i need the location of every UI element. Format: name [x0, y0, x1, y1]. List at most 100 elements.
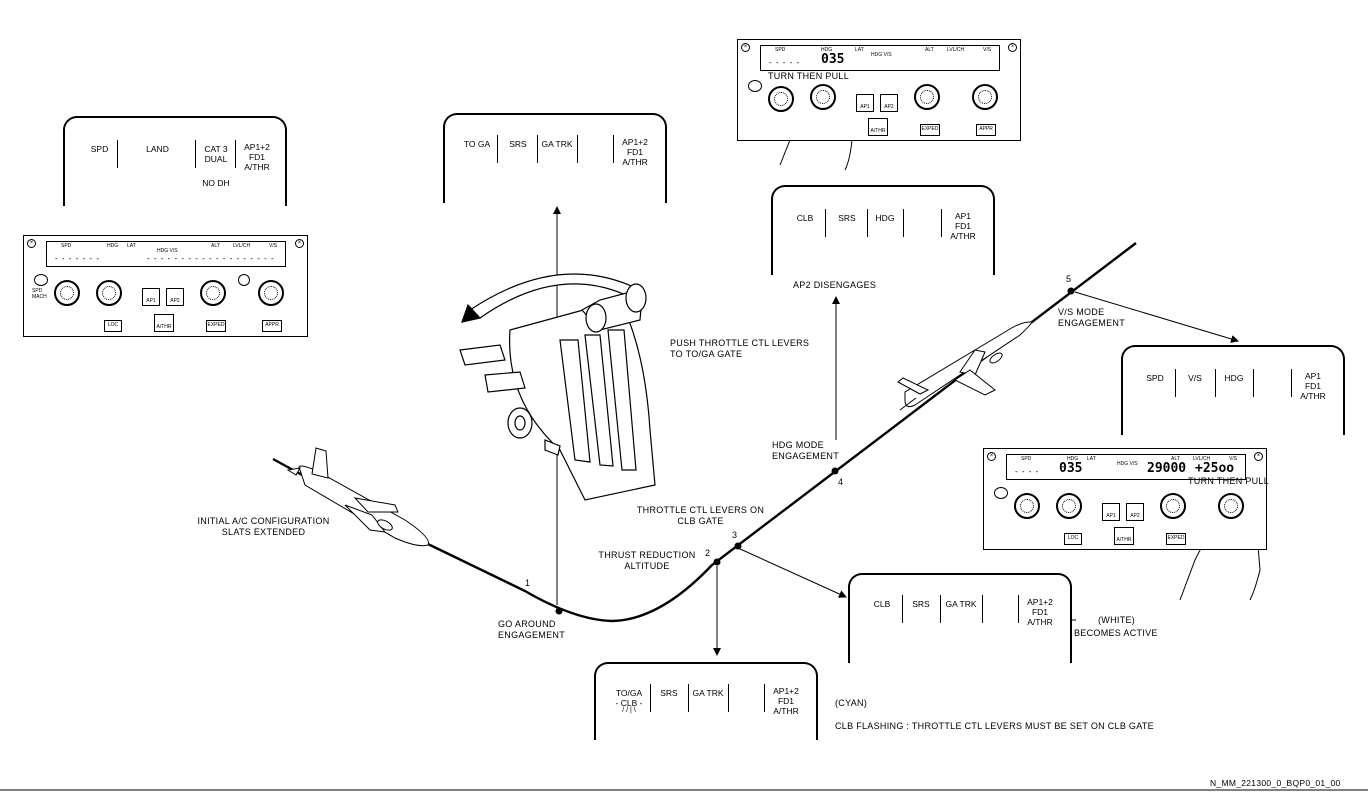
fcu-right-spd-mach-button[interactable]: [994, 487, 1008, 499]
fcu-left-lvlch-label: LVL/CH: [233, 243, 251, 249]
fcu-left-loc-button[interactable]: LOC: [104, 320, 122, 332]
arrow-to-vs-fma: [1074, 291, 1239, 343]
point-hdg-mode: [831, 467, 839, 475]
aircraft-climbing: [897, 321, 1033, 411]
fcu-left-athr-button[interactable]: A/THR: [154, 314, 174, 332]
fcu-top-spd-knob[interactable]: [768, 86, 794, 112]
label-point-2: 2: [705, 548, 711, 558]
fcu-right-spd-knob[interactable]: [1014, 493, 1040, 519]
fma-cyan-c1-line1: TO/GA: [615, 688, 643, 698]
fma-vs: SPD V/S HDG AP1 FD1 A/THR: [1121, 345, 1345, 435]
fma-hdg-c3: HDG: [875, 213, 895, 223]
fcu-right-alt-display: 29000: [1147, 461, 1187, 476]
fcu-right-lat-label: LAT: [1087, 456, 1096, 462]
label-clb-flashing: CLB FLASHING : THROTTLE CTL LEVERS MUST …: [835, 721, 1154, 731]
point-thrust-reduction: [713, 558, 721, 566]
fcu-top-athr-button[interactable]: A/THR: [868, 118, 888, 136]
fma-cyan-ap-line3: A/THR: [773, 706, 799, 716]
fcu-top-spd-label: SPD: [775, 47, 786, 53]
fcu-right-vs-knob[interactable]: [1218, 493, 1244, 519]
hdg-mode-line2: ENGAGEMENT: [772, 451, 840, 461]
fcu-top-hdg-label: HDG: [821, 47, 833, 53]
fcu-right-athr-button[interactable]: A/THR: [1114, 527, 1134, 545]
fcu-left-ap2-button[interactable]: AP2: [166, 288, 184, 306]
fma-hdg: CLB SRS HDG AP1 FD1 A/THR: [771, 185, 995, 275]
fcu-right-hdg-knob[interactable]: [1056, 493, 1082, 519]
fma-land-ap-line2: FD1: [248, 152, 266, 162]
fcu-top-ap2-button[interactable]: AP2: [880, 94, 898, 112]
fcu-right-hdgvs-label: HDG V/S: [1117, 461, 1138, 467]
fcu-left-alt-label: ALT: [211, 243, 220, 249]
fcu-left-ap1-button[interactable]: AP1: [142, 288, 160, 306]
fcu-top-spd-mach-button[interactable]: [748, 80, 762, 92]
fcu-left-spd-knob[interactable]: [54, 280, 80, 306]
fcu-right-ap1-button[interactable]: AP1: [1102, 503, 1120, 521]
fcu-left-appr-button[interactable]: APPR: [262, 320, 282, 332]
fcu-left-hdgvs-label: HDG V/S: [157, 248, 178, 254]
fcu-top-hdgvs-label: HDG V/S: [871, 52, 892, 58]
fma-toga-c3: GA TRK: [541, 139, 573, 149]
fma-hdg-ap-status: AP1 FD1 A/THR: [941, 211, 985, 241]
fcu-top-alt-knob[interactable]: [914, 84, 940, 110]
label-point-5: 5: [1066, 274, 1072, 284]
label-throttle-clb: THROTTLE CTL LEVERS ON CLB GATE: [628, 505, 773, 527]
fma-cyan-ap-status: AP1+2 FD1 A/THR: [764, 686, 808, 716]
fcu-top-appr-button[interactable]: APPR: [976, 124, 996, 136]
initial-config-line1: INITIAL A/C CONFIGURATION: [197, 516, 330, 526]
fcu-top-ap1-button[interactable]: AP1: [856, 94, 874, 112]
fcu-top-exped-button[interactable]: EXPED: [920, 124, 940, 136]
fcu-right-vs-display: +25oo: [1195, 461, 1235, 476]
fcu-right-ap2-button[interactable]: AP2: [1126, 503, 1144, 521]
fcu-left-spd-mach-button[interactable]: [34, 274, 48, 286]
fcu-right-spd-label: SPD: [1021, 456, 1032, 462]
fcu-right-alt-knob[interactable]: [1160, 493, 1186, 519]
fma-toga-c2: SRS: [509, 139, 527, 149]
fcu-top-hdg-knob[interactable]: [810, 84, 836, 110]
fma-vs-ap-status: AP1 FD1 A/THR: [1291, 371, 1335, 401]
fma-clb-ap-line1: AP1+2: [1027, 597, 1053, 607]
fma-land-ap-line3: A/THR: [244, 162, 270, 172]
fma-clb-ap-status: AP1+2 FD1 A/THR: [1018, 597, 1062, 627]
label-point-1: 1: [525, 578, 531, 588]
fcu-left-vs-knob[interactable]: [258, 280, 284, 306]
fcu-left-exped-button[interactable]: EXPED: [206, 320, 226, 332]
fma-clb-c2: SRS: [912, 599, 930, 609]
fcu-left-window: SPD HDG LAT HDG V/S ALT LVL/CH V/S - - -…: [46, 241, 286, 267]
fma-cyan-c2: SRS: [660, 688, 678, 698]
fcu-top-hdg-display: 035: [821, 52, 845, 67]
point-go-around: [555, 607, 563, 615]
label-thrust-reduction: THRUST REDUCTION ALTITUDE: [592, 550, 702, 572]
fcu-right-exped-button[interactable]: EXPED: [1166, 533, 1186, 545]
fma-land-cat-line1: CAT 3: [204, 144, 228, 154]
fcu-top-vs-label: V/S: [983, 47, 992, 53]
fcu-top: × × SPD HDG LAT HDG V/S ALT LVL/CH V/S 0…: [737, 39, 1021, 141]
figure-reference: N_MM_221300_0_BQP0_01_00: [1210, 778, 1341, 788]
fma-clb-ap-line3: A/THR: [1027, 617, 1053, 627]
throttle-quadrant: [459, 273, 656, 501]
fma-land: SPD LAND CAT 3 DUAL NO DH AP1+2 FD1 A/TH…: [63, 116, 287, 206]
label-cyan: (CYAN): [835, 698, 868, 708]
fcu-left-metric-alt-button[interactable]: [238, 274, 250, 286]
fcu-left-alt-knob[interactable]: [200, 280, 226, 306]
fma-hdg-ap-line1: AP1: [954, 211, 972, 221]
fma-land-ap-status: AP1+2 FD1 A/THR: [235, 142, 279, 172]
fma-toga-ap-line2: FD1: [626, 147, 644, 157]
label-point-4: 4: [838, 477, 844, 487]
fcu-top-alt-label: ALT: [925, 47, 934, 53]
fcu-right-window: SPD HDG LAT HDG V/S ALT LVL/CH V/S 035 2…: [1006, 454, 1246, 480]
fma-hdg-ap-line2: FD1: [954, 221, 972, 231]
fma-toga-c1: TO GA: [463, 139, 491, 149]
fcu-top-lat-label: LAT: [855, 47, 864, 53]
fcu-right-loc-button[interactable]: LOC: [1064, 533, 1082, 545]
fma-toga-ap-status: AP1+2 FD1 A/THR: [613, 137, 657, 167]
fcu-right-hdg-label: HDG: [1067, 456, 1079, 462]
arrow-to-clb-fma: [737, 547, 847, 598]
fcu-left-hdg-knob[interactable]: [96, 280, 122, 306]
vs-mode-line2: ENGAGEMENT: [1058, 318, 1126, 328]
fma-land-no-dh: NO DH: [202, 178, 230, 188]
fma-toga: TO GA SRS GA TRK AP1+2 FD1 A/THR: [443, 113, 667, 203]
point-vs-mode: [1067, 287, 1075, 295]
fma-vs-c3: HDG: [1224, 373, 1244, 383]
fcu-top-vs-knob[interactable]: [972, 84, 998, 110]
fcu-left: × × SPD HDG LAT HDG V/S ALT LVL/CH V/S -…: [23, 235, 308, 337]
